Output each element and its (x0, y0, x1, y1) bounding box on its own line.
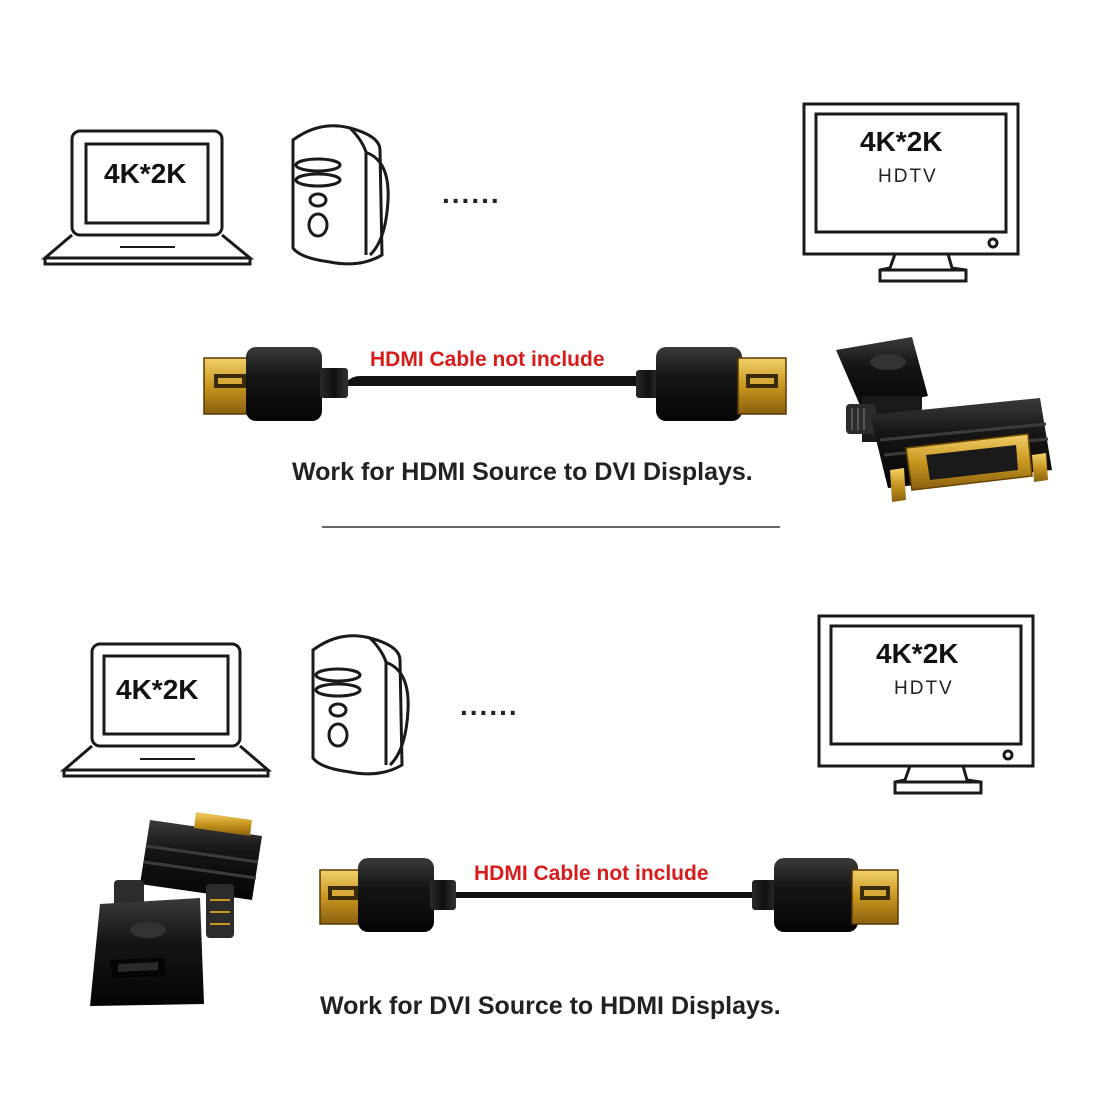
desktop-tower-icon (291, 124, 390, 266)
hdmi-cable-top (320, 376, 657, 393)
hdmi-cable-bottom (431, 888, 770, 901)
tv-sub-label: HDTV (894, 678, 954, 699)
tv-screen-label: 4K*2K (860, 126, 943, 157)
laptop-screen-label: 4K*2K (116, 674, 199, 705)
caption-bottom: Work for DVI Source to HDMI Displays. (320, 992, 781, 1020)
monitor-icon (817, 614, 1035, 795)
cable-note: HDMI Cable not include (470, 862, 713, 886)
laptop-icon (59, 642, 273, 778)
hdmi-plug-icon (752, 858, 899, 932)
caption-top: Work for HDMI Source to DVI Displays. (292, 458, 753, 486)
connection-dots: ...... (460, 690, 519, 721)
tv-sub-label: HDTV (878, 166, 938, 187)
dvi-hdmi-adapter-icon (90, 812, 262, 1006)
monitor-icon (802, 102, 1020, 283)
hdmi-plug-icon (203, 347, 348, 421)
laptop-icon (40, 129, 255, 266)
desktop-tower-icon (311, 634, 410, 776)
laptop-screen-label: 4K*2K (104, 158, 187, 189)
tv-screen-label: 4K*2K (876, 638, 959, 669)
dvi-hdmi-adapter-icon (836, 337, 1052, 502)
hdmi-plug-icon (319, 858, 456, 932)
hdmi-plug-icon (636, 347, 787, 421)
cable-note: HDMI Cable not include (366, 348, 609, 372)
connection-dots: ...... (442, 178, 501, 209)
